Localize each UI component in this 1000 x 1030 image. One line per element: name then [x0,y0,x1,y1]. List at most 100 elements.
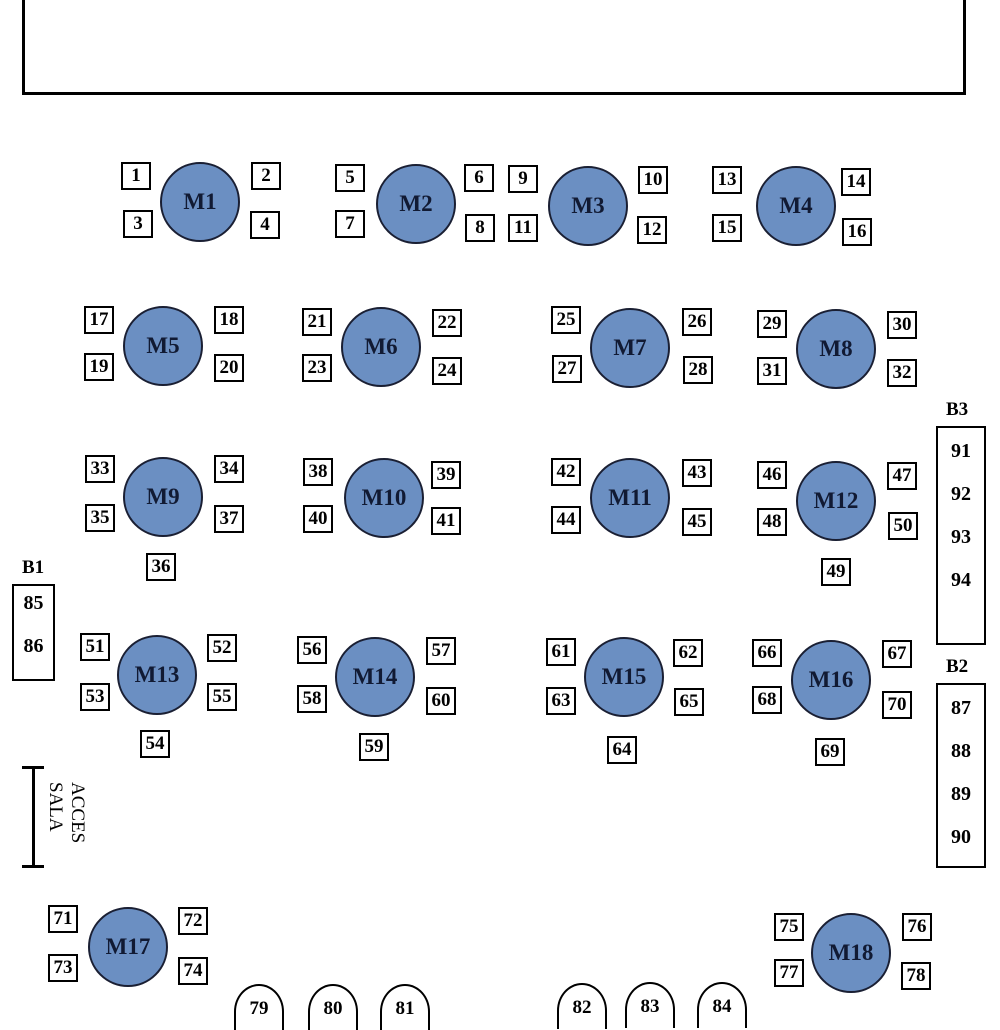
bar-seat-88[interactable]: 88 [951,740,971,762]
seat-14[interactable]: 14 [841,168,871,196]
seat-3[interactable]: 3 [123,210,153,238]
seat-31[interactable]: 31 [757,357,787,385]
seat-33[interactable]: 33 [85,455,115,483]
seat-15[interactable]: 15 [712,214,742,242]
seat-66[interactable]: 66 [752,639,782,667]
seat-38[interactable]: 38 [303,458,333,486]
seat-2[interactable]: 2 [251,162,281,190]
seat-9[interactable]: 9 [508,165,538,193]
round-seat-79[interactable]: 79 [234,984,284,1030]
bar-seat-87[interactable]: 87 [951,697,971,719]
seat-68[interactable]: 68 [752,686,782,714]
seat-62[interactable]: 62 [673,639,703,667]
seat-29[interactable]: 29 [757,310,787,338]
table-m17[interactable]: M17 [88,907,168,987]
seat-64[interactable]: 64 [607,736,637,764]
seat-5[interactable]: 5 [335,164,365,192]
seat-12[interactable]: 12 [637,216,667,244]
seat-22[interactable]: 22 [432,309,462,337]
seat-78[interactable]: 78 [901,962,931,990]
seat-30[interactable]: 30 [887,311,917,339]
seat-54[interactable]: 54 [140,730,170,758]
seat-60[interactable]: 60 [426,687,456,715]
table-m4[interactable]: M4 [756,166,836,246]
bar-seat-90[interactable]: 90 [951,826,971,848]
table-m8[interactable]: M8 [796,309,876,389]
round-seat-83[interactable]: 83 [625,982,675,1028]
seat-55[interactable]: 55 [207,683,237,711]
seat-67[interactable]: 67 [882,640,912,668]
seat-11[interactable]: 11 [508,214,538,242]
table-m11[interactable]: M11 [590,458,670,538]
seat-19[interactable]: 19 [84,353,114,381]
bar-seat-91[interactable]: 91 [951,440,971,462]
seat-57[interactable]: 57 [426,637,456,665]
bar-seat-94[interactable]: 94 [951,569,971,591]
table-m9[interactable]: M9 [123,457,203,537]
seat-47[interactable]: 47 [887,462,917,490]
round-seat-80[interactable]: 80 [308,984,358,1030]
round-seat-81[interactable]: 81 [380,984,430,1030]
seat-27[interactable]: 27 [552,355,582,383]
seat-74[interactable]: 74 [178,957,208,985]
seat-49[interactable]: 49 [821,558,851,586]
seat-51[interactable]: 51 [80,633,110,661]
seat-35[interactable]: 35 [85,504,115,532]
seat-48[interactable]: 48 [757,508,787,536]
table-m13[interactable]: M13 [117,635,197,715]
bar-seat-86[interactable]: 86 [23,635,44,657]
bar-seat-89[interactable]: 89 [951,783,971,805]
seat-17[interactable]: 17 [84,306,114,334]
seat-41[interactable]: 41 [431,507,461,535]
seat-72[interactable]: 72 [178,907,208,935]
seat-32[interactable]: 32 [887,359,917,387]
seat-23[interactable]: 23 [302,354,332,382]
table-m15[interactable]: M15 [584,637,664,717]
seat-16[interactable]: 16 [842,218,872,246]
seat-77[interactable]: 77 [774,959,804,987]
seat-34[interactable]: 34 [214,455,244,483]
seat-18[interactable]: 18 [214,306,244,334]
seat-59[interactable]: 59 [359,733,389,761]
seat-6[interactable]: 6 [464,164,494,192]
seat-75[interactable]: 75 [774,913,804,941]
seat-63[interactable]: 63 [546,687,576,715]
seat-20[interactable]: 20 [214,354,244,382]
seat-28[interactable]: 28 [683,356,713,384]
seat-58[interactable]: 58 [297,685,327,713]
seat-52[interactable]: 52 [207,634,237,662]
table-m1[interactable]: M1 [160,162,240,242]
table-m2[interactable]: M2 [376,164,456,244]
bar-seat-85[interactable]: 85 [23,592,44,614]
seat-61[interactable]: 61 [546,638,576,666]
bar-b1[interactable]: 85 86 [12,584,55,681]
seat-65[interactable]: 65 [674,688,704,716]
table-m6[interactable]: M6 [341,307,421,387]
round-seat-82[interactable]: 82 [557,983,607,1029]
seat-26[interactable]: 26 [682,308,712,336]
seat-40[interactable]: 40 [303,505,333,533]
bar-seat-93[interactable]: 93 [951,526,971,548]
seat-69[interactable]: 69 [815,738,845,766]
seat-53[interactable]: 53 [80,683,110,711]
seat-50[interactable]: 50 [888,512,918,540]
seat-4[interactable]: 4 [250,211,280,239]
seat-46[interactable]: 46 [757,461,787,489]
table-m18[interactable]: M18 [811,913,891,993]
seat-13[interactable]: 13 [712,166,742,194]
round-seat-84[interactable]: 84 [697,982,747,1028]
seat-10[interactable]: 10 [638,166,668,194]
table-m14[interactable]: M14 [335,637,415,717]
table-m10[interactable]: M10 [344,458,424,538]
table-m7[interactable]: M7 [590,308,670,388]
seat-76[interactable]: 76 [902,913,932,941]
seat-39[interactable]: 39 [431,461,461,489]
table-m12[interactable]: M12 [796,461,876,541]
seat-24[interactable]: 24 [432,357,462,385]
seat-45[interactable]: 45 [682,508,712,536]
table-m5[interactable]: M5 [123,306,203,386]
seat-70[interactable]: 70 [882,691,912,719]
seat-36[interactable]: 36 [146,553,176,581]
seat-44[interactable]: 44 [551,506,581,534]
